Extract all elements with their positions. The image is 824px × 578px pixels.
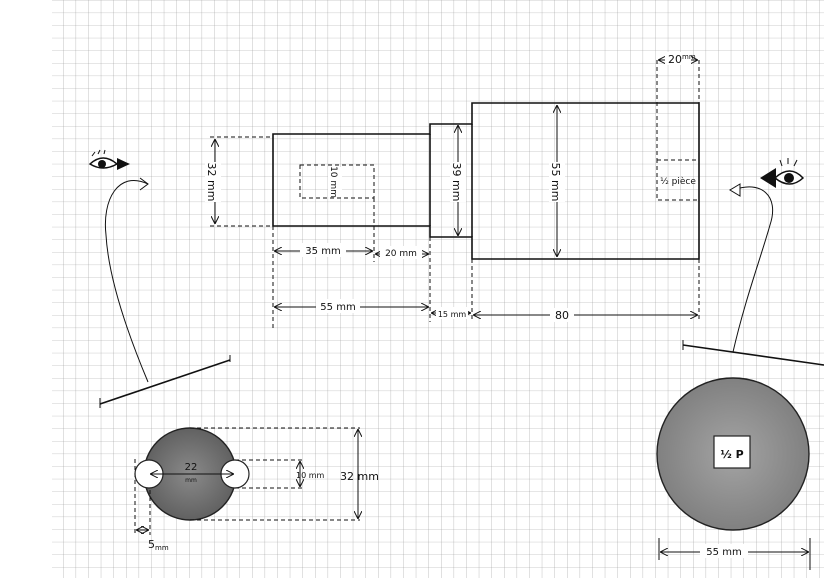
dim-text-55: 55 mm xyxy=(549,163,562,202)
arrow-head-left xyxy=(139,177,149,191)
view-arrow-left xyxy=(104,179,149,383)
dim-text-35: 35 mm xyxy=(305,246,340,257)
dim-text-22: 22 xyxy=(185,462,198,473)
dim-text-20-top: 20mm xyxy=(668,53,696,66)
eye-icon-left xyxy=(88,149,130,170)
dim-text-55-h: 55 mm xyxy=(320,302,355,313)
half-piece-slot xyxy=(713,435,751,469)
dim-text-15: 15 mm xyxy=(438,310,467,319)
dim-text-39: 39 mm xyxy=(450,163,463,202)
dim-text-5: 5mm xyxy=(148,538,169,552)
half-piece-slot-label: ½ P xyxy=(720,448,743,461)
dim-text-10: 10 mm xyxy=(328,166,338,198)
dim-text-22-unit: mm xyxy=(185,477,197,484)
view-arrow-right xyxy=(732,186,774,353)
dim-text-10-left: 10 mm xyxy=(296,471,325,480)
dim-text-20: 20 mm xyxy=(385,249,417,259)
hidden-slot xyxy=(656,159,700,201)
hidden-hole xyxy=(299,164,375,199)
half-piece-label: ½ pièce xyxy=(660,176,696,187)
dim-text-55-right: 55 mm xyxy=(706,547,741,558)
dim-text-32-left: 32 mm xyxy=(340,470,379,483)
view-plane-right xyxy=(682,344,824,366)
dim-text-32: 32 mm xyxy=(205,163,218,202)
view-plane-left xyxy=(99,359,231,405)
eye-icon-right xyxy=(760,158,805,188)
dim-text-80: 80 xyxy=(555,309,569,322)
arrow-head-right xyxy=(729,183,741,197)
